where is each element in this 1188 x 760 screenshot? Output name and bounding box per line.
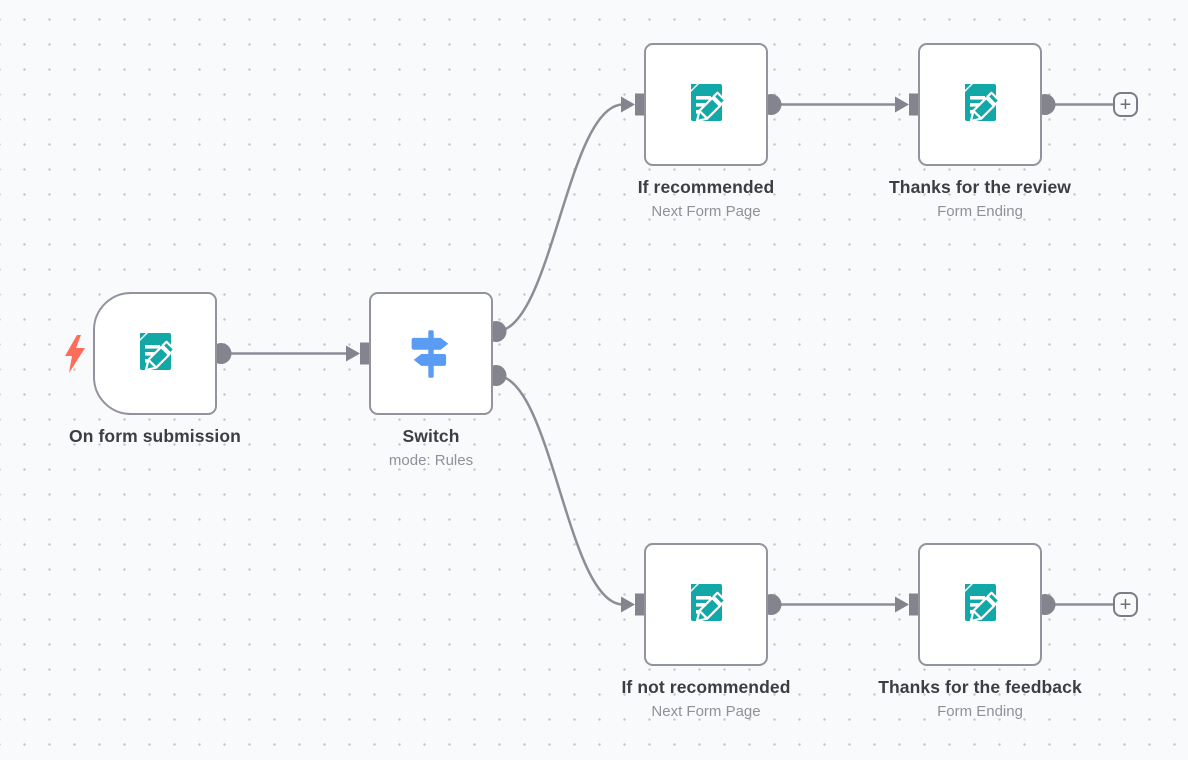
plus-icon: + xyxy=(1119,593,1132,616)
input-port-if-recommended[interactable] xyxy=(621,93,644,116)
node-subtitle: Form Ending xyxy=(937,703,1023,720)
node-subtitle: mode: Rules xyxy=(388,452,474,469)
node-box-switch[interactable] xyxy=(369,292,493,415)
node-label: Thanks for the feedback xyxy=(878,677,1082,697)
node-subtitle: Next Form Page xyxy=(651,703,761,720)
form-pencil-icon xyxy=(140,332,176,371)
input-port-if-not-recommended[interactable] xyxy=(621,593,644,616)
input-port-thanks-review[interactable] xyxy=(895,93,918,116)
node-label: If not recommended xyxy=(621,677,791,697)
node-box-thanks-for-the-feedback[interactable] xyxy=(918,543,1042,666)
node-box-thanks-for-the-review[interactable] xyxy=(918,43,1042,166)
node-box-if-recommended[interactable] xyxy=(644,43,768,166)
plus-icon: + xyxy=(1119,93,1132,116)
connection-switch-if-not-recommended[interactable] xyxy=(495,374,624,606)
signpost-icon xyxy=(411,329,449,378)
form-pencil-icon xyxy=(965,583,1001,622)
form-pencil-icon xyxy=(965,83,1001,122)
node-label: Thanks for the review xyxy=(888,177,1071,197)
add-node-button-top[interactable]: + xyxy=(1113,92,1138,117)
add-node-button-bottom[interactable]: + xyxy=(1113,592,1138,617)
input-port-switch[interactable] xyxy=(346,342,369,365)
node-box-on-form-submission[interactable] xyxy=(93,292,217,415)
node-box-if-not-recommended[interactable] xyxy=(644,543,768,666)
input-port-thanks-feedback[interactable] xyxy=(895,593,918,616)
node-label: On form submission xyxy=(69,426,241,446)
node-label: If recommended xyxy=(637,177,775,197)
trigger-bolt-icon xyxy=(65,335,85,373)
form-pencil-icon xyxy=(691,83,727,122)
node-subtitle: Form Ending xyxy=(937,203,1023,220)
node-subtitle: Next Form Page xyxy=(651,203,761,220)
node-label: Switch xyxy=(402,426,460,446)
form-pencil-icon xyxy=(691,583,727,622)
